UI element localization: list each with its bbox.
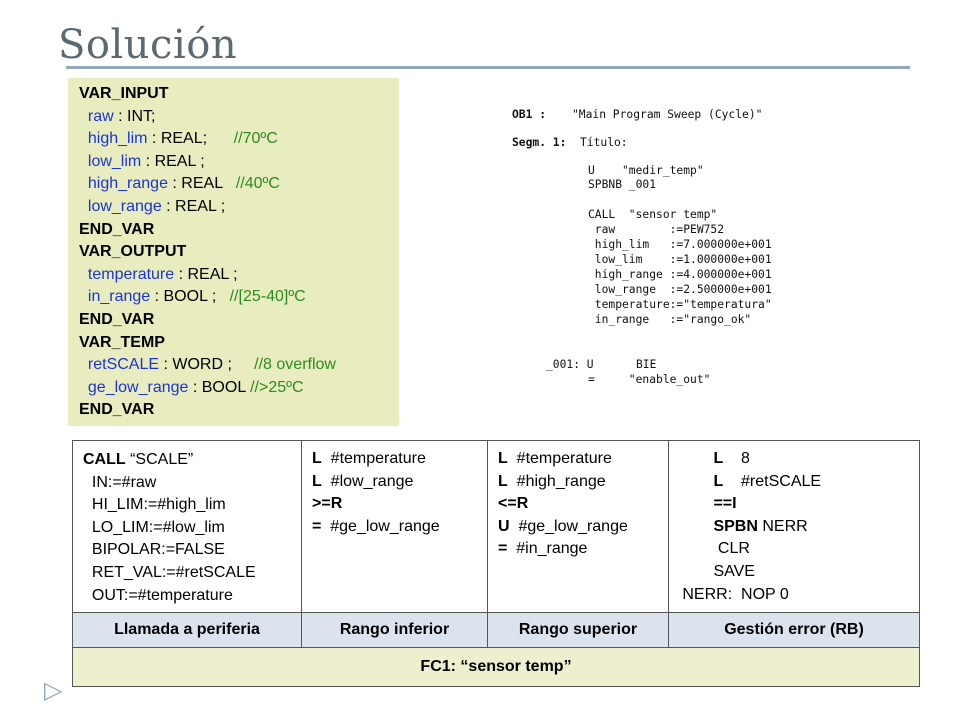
- op-assign-2: =: [498, 540, 508, 558]
- op-compare-ge: >=R: [312, 495, 343, 513]
- arg-ge-low-range: #ge_low_range: [321, 517, 440, 535]
- label-nerr: NERR:: [682, 585, 733, 603]
- op-load-1: L: [312, 450, 322, 467]
- var-low-lim: low_lim: [87, 152, 142, 170]
- listing-line-9: temperature:="temperatura": [588, 298, 772, 311]
- table-header-row: Llamada a periferia Rango inferior Rango…: [72, 612, 920, 648]
- cell-lower-range: L #temperature L #low_range >=R = #ge_lo…: [301, 440, 488, 613]
- header-lower-range: Rango inferior: [301, 612, 488, 648]
- var-high-lim: high_lim: [87, 130, 148, 148]
- op-load-3: L: [498, 450, 508, 467]
- arg-high-range: #high_range: [507, 472, 606, 490]
- listing-line-11: BIE: [636, 358, 657, 371]
- program-listing: OB1 : "Main Program Sweep (Cycle)" Segm.…: [512, 108, 812, 398]
- op-jump-spbn: SPBN: [713, 517, 758, 535]
- listing-line-1: U "medir_temp": [588, 164, 704, 177]
- var-raw: raw: [87, 107, 114, 125]
- arg-eight: 8: [723, 450, 750, 467]
- arg-in-range: #in_range: [507, 540, 588, 558]
- arg-ge-low-range-2: #ge_low_range: [509, 517, 628, 535]
- ob1-label: OB1 :: [512, 108, 547, 121]
- var-high-lim-type: : REAL;: [147, 130, 208, 148]
- listing-line-8: low_range :=2.500000e+001: [588, 283, 772, 296]
- chevron-right-icon: ▷: [44, 676, 63, 704]
- var-high-range-comment: //40ºC: [235, 175, 280, 193]
- footer-function-name: FC1: “sensor temp”: [72, 647, 920, 687]
- variable-declaration-block: VAR_INPUT raw : INT; high_lim : REAL; //…: [68, 78, 399, 426]
- slide-title: Solución: [58, 22, 238, 68]
- listing-line-5: high_lim :=7.000000e+001: [588, 238, 772, 251]
- var-ge-low-range: ge_low_range: [87, 378, 189, 396]
- var-high-range-type: : REAL: [167, 175, 223, 193]
- listing-line-6: low_lim :=1.000000e+001: [588, 253, 772, 266]
- listing-line-10: in_range :="rango_ok": [588, 313, 752, 326]
- var-input-keyword: VAR_INPUT: [79, 85, 169, 102]
- arg-retscale: #retSCALE: [723, 472, 822, 490]
- op-compare-eq: ==I: [713, 495, 737, 513]
- title-underline: [66, 66, 910, 69]
- var-temp-keyword: VAR_TEMP: [79, 333, 165, 351]
- arg-temperature: #temperature: [321, 450, 426, 467]
- listing-line-2: SPBNB _001: [588, 178, 657, 191]
- end-var-keyword-1: END_VAR: [79, 220, 155, 238]
- var-temperature-type: : REAL ;: [174, 265, 238, 283]
- param-out: OUT:=#temperature: [83, 586, 233, 604]
- header-call-periphery: Llamada a periferia: [72, 612, 302, 648]
- var-retscale: retSCALE: [87, 356, 160, 374]
- header-upper-range: Rango superior: [487, 612, 669, 648]
- var-retscale-type: : WORD ;: [159, 356, 232, 374]
- table-footer-row: FC1: “sensor temp”: [72, 647, 920, 687]
- param-in: IN:=#raw: [83, 473, 157, 491]
- listing-line-4: raw :=PEW752: [588, 223, 725, 236]
- listing-line-3: CALL "sensor temp": [588, 208, 718, 221]
- var-in-range-type: : BOOL ;: [150, 288, 217, 306]
- op-load-6: L: [713, 472, 724, 490]
- op-compare-le: <=R: [498, 495, 529, 513]
- segment-label: Segm. 1:: [512, 136, 567, 149]
- param-ret-val: RET_VAL:=#retSCALE: [83, 563, 256, 581]
- var-low-range: low_range: [87, 197, 162, 215]
- op-load-4: L: [498, 472, 508, 490]
- arg-temperature-2: #temperature: [507, 450, 612, 467]
- end-var-keyword-2: END_VAR: [79, 310, 155, 328]
- listing-line-12: = "enable_out": [588, 373, 711, 386]
- op-load-5: L: [713, 450, 724, 467]
- op-clr: CLR: [713, 540, 750, 558]
- listing-line-7: high_range :=4.000000e+001: [588, 268, 772, 281]
- param-hi-lim: HI_LIM:=#high_lim: [83, 496, 226, 514]
- op-and: U: [498, 517, 510, 535]
- ob1-title: "Main Program Sweep (Cycle)": [572, 108, 763, 121]
- cell-error-handling: L 8 L #retSCALE ==I SPBN NERR CLR SAVE N…: [668, 440, 920, 613]
- call-target: “SCALE”: [125, 451, 194, 468]
- arg-nerr: NERR: [757, 517, 808, 535]
- op-nop: NOP 0: [732, 585, 789, 603]
- var-low-lim-type: : REAL ;: [141, 152, 205, 170]
- var-in-range: in_range: [87, 288, 151, 306]
- op-assign: =: [312, 517, 322, 535]
- var-ge-low-range-comment: //>25ºC: [250, 378, 304, 396]
- var-output-keyword: VAR_OUTPUT: [79, 243, 187, 261]
- var-high-range: high_range: [87, 175, 168, 193]
- var-retscale-comment: //8 overflow: [254, 356, 336, 374]
- cell-call-scale: CALL “SCALE” IN:=#raw HI_LIM:=#high_lim …: [72, 440, 302, 613]
- function-table: CALL “SCALE” IN:=#raw HI_LIM:=#high_lim …: [72, 440, 920, 687]
- op-load-2: L: [312, 472, 322, 490]
- header-error-handling: Gestión error (RB): [668, 612, 920, 648]
- segment-title: Título:: [580, 136, 628, 149]
- cell-upper-range: L #temperature L #high_range <=R U #ge_l…: [487, 440, 669, 613]
- param-bipolar: BIPOLAR:=FALSE: [83, 541, 225, 559]
- var-in-range-comment: //[25-40]ºC: [229, 288, 306, 306]
- listing-label-001: _001: U: [546, 358, 594, 371]
- var-low-range-type: : REAL ;: [161, 197, 226, 215]
- end-var-keyword-3: END_VAR: [79, 401, 155, 419]
- arg-low-range: #low_range: [321, 472, 414, 490]
- call-keyword: CALL: [83, 451, 126, 468]
- var-ge-low-range-type: : BOOL: [188, 378, 246, 396]
- var-high-lim-comment: //70ºC: [233, 130, 278, 148]
- op-save: SAVE: [713, 562, 755, 580]
- var-raw-type: : INT;: [113, 107, 156, 125]
- param-lo-lim: LO_LIM:=#low_lim: [83, 518, 225, 536]
- var-temperature: temperature: [87, 265, 175, 283]
